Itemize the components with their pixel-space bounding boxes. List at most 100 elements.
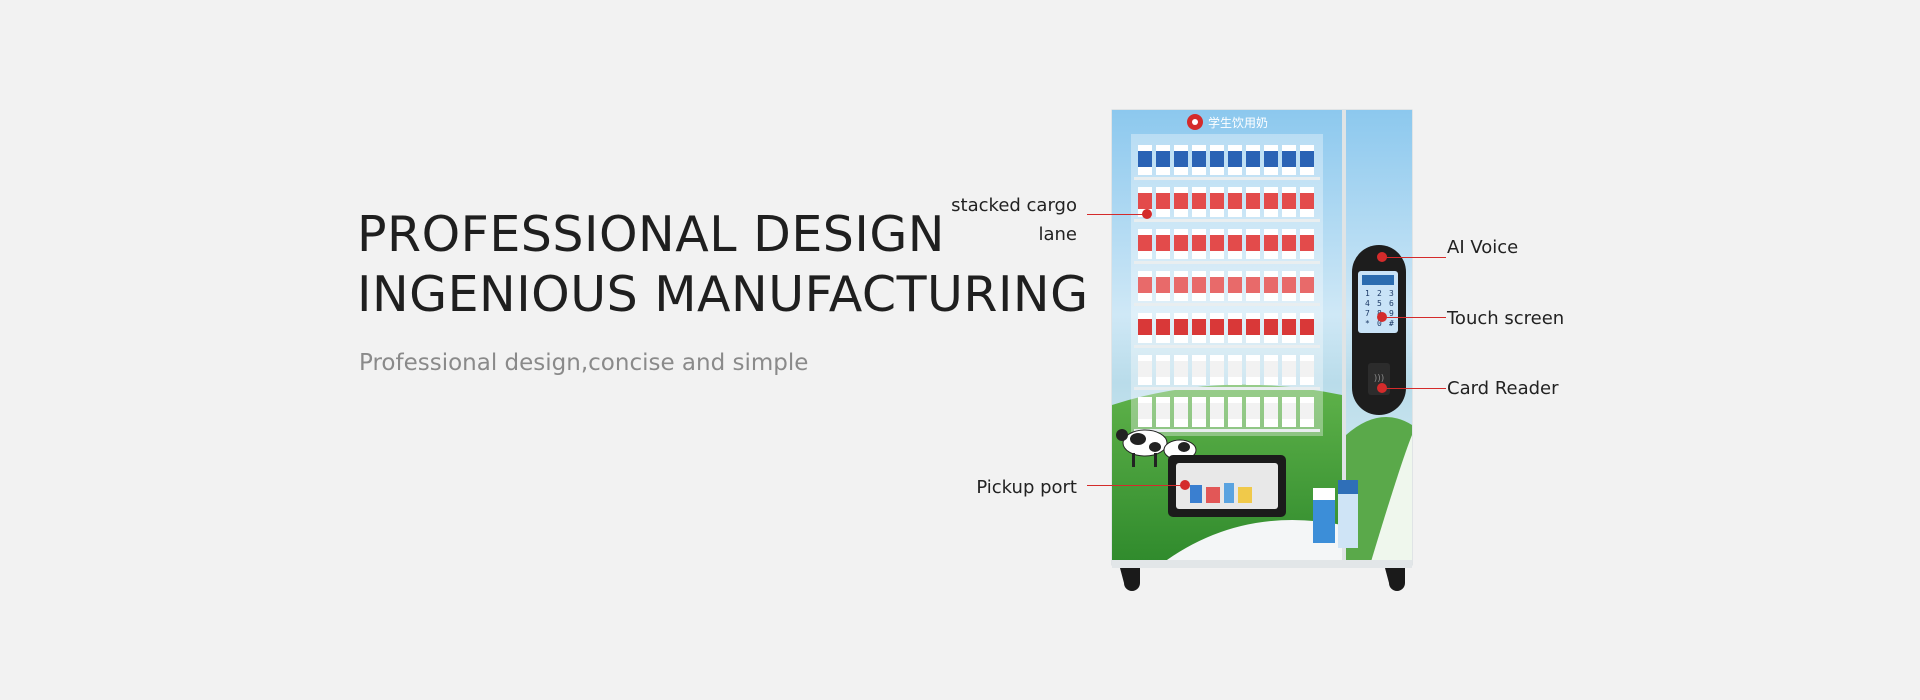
product-pack-label [1138, 403, 1152, 419]
product-pack-label [1264, 319, 1278, 335]
shelf-rail [1134, 261, 1320, 264]
product-pack-label [1264, 403, 1278, 419]
headline-line-2: INGENIOUS MANUFACTURING [357, 266, 1089, 323]
keypad-key: # [1389, 319, 1394, 328]
callout-ai-voice: AI Voice [1447, 237, 1519, 258]
keypad-key: 3 [1389, 289, 1394, 298]
product-pack-label [1138, 235, 1152, 251]
product-pack-label [1228, 403, 1242, 419]
product-pack-label [1264, 361, 1278, 377]
vending-machine-image: 学生饮用奶 123456789*0# ))) [1111, 109, 1413, 591]
callout-marker-ai-voice [1377, 252, 1387, 262]
product-pack-label [1174, 277, 1188, 293]
product-pack-label [1138, 319, 1152, 335]
callout-card-reader: Card Reader [1447, 378, 1559, 399]
product-pack-label [1138, 277, 1152, 293]
shelf-rail [1134, 387, 1320, 390]
product-pack-label [1282, 193, 1296, 209]
product-pack-label [1192, 319, 1206, 335]
product-pack-label [1210, 277, 1224, 293]
product-pack-label [1282, 319, 1296, 335]
product-pack-label [1174, 403, 1188, 419]
product-pack-label [1300, 319, 1314, 335]
keypad-key: 4 [1365, 299, 1370, 308]
subline: Professional design,concise and simple [359, 350, 809, 376]
product-pack-label [1156, 277, 1170, 293]
touch-screen-keypad: 123456789*0# [1365, 289, 1394, 328]
product-pack-label [1210, 361, 1224, 377]
product-pack-label [1228, 277, 1242, 293]
callout-touch-screen: Touch screen [1447, 308, 1565, 329]
callout-stacked-cargo-lane: stacked cargo lane [951, 195, 1077, 245]
product-pack-label [1228, 319, 1242, 335]
callout-leader-pickup-port [1087, 485, 1185, 486]
product-pack-label [1282, 361, 1296, 377]
keypad-key: 0 [1377, 319, 1382, 328]
callout-marker-card-reader [1377, 383, 1387, 393]
product-pack-label [1246, 235, 1260, 251]
keypad-key: 2 [1377, 289, 1382, 298]
product-pack-label [1264, 193, 1278, 209]
product-pack-label [1282, 403, 1296, 419]
callout-leader-ai-voice [1384, 257, 1446, 258]
product-pack-label [1300, 151, 1314, 167]
headline: PROFESSIONAL DESIGN INGENIOUS MANUFACTUR… [357, 205, 1089, 325]
product-pack-label [1156, 361, 1170, 377]
product-pack-label [1300, 235, 1314, 251]
product-pack-label [1264, 151, 1278, 167]
shelf-rail [1134, 303, 1320, 306]
callout-leader-card-reader [1384, 388, 1446, 389]
keypad-key: 7 [1365, 309, 1370, 318]
shelf-rail [1134, 429, 1320, 432]
product-pack-label [1210, 319, 1224, 335]
shelf-rail [1134, 219, 1320, 222]
product-pack-label [1192, 193, 1206, 209]
product-pack-label [1174, 235, 1188, 251]
callout-marker-pickup-port [1180, 480, 1190, 490]
callout-marker-touch-screen [1377, 312, 1387, 322]
product-pack-label [1192, 403, 1206, 419]
product-pack-label [1228, 193, 1242, 209]
keypad-key: * [1365, 319, 1370, 328]
keypad-key: 1 [1365, 289, 1370, 298]
product-pack-label [1138, 361, 1152, 377]
product-pack-label [1210, 403, 1224, 419]
callout-pickup-port: Pickup port [976, 477, 1077, 498]
product-pack-label [1192, 277, 1206, 293]
product-pack-label [1246, 193, 1260, 209]
product-pack-label [1174, 319, 1188, 335]
product-pack-label [1192, 151, 1206, 167]
product-pack-label [1210, 193, 1224, 209]
product-pack-label [1246, 151, 1260, 167]
brand-text: 学生饮用奶 [1208, 115, 1268, 130]
product-pack-label [1246, 361, 1260, 377]
nfc-icon: ))) [1374, 374, 1385, 384]
shelf-rail [1134, 177, 1320, 180]
callout-leader-touch-screen [1384, 317, 1446, 318]
product-pack-label [1156, 319, 1170, 335]
product-pack-label [1246, 319, 1260, 335]
callout-marker-stacked-cargo-lane [1142, 209, 1152, 219]
keypad-key: 9 [1389, 309, 1394, 318]
headline-line-1: PROFESSIONAL DESIGN [357, 206, 945, 263]
product-pack-label [1264, 235, 1278, 251]
product-pack-label [1156, 151, 1170, 167]
product-pack-label [1264, 277, 1278, 293]
product-pack-label [1246, 277, 1260, 293]
product-pack-label [1228, 235, 1242, 251]
product-pack-label [1300, 403, 1314, 419]
product-pack-label [1228, 361, 1242, 377]
product-pack-label [1228, 151, 1242, 167]
product-pack-label [1282, 235, 1296, 251]
product-pack-label [1156, 193, 1170, 209]
product-pack-label [1210, 151, 1224, 167]
product-pack-label [1174, 151, 1188, 167]
keypad-key: 6 [1389, 299, 1394, 308]
product-pack-label [1174, 361, 1188, 377]
product-pack-label [1300, 361, 1314, 377]
product-pack-label [1246, 403, 1260, 419]
product-pack-label [1138, 193, 1152, 209]
product-pack-label [1192, 361, 1206, 377]
shelf-rail [1134, 345, 1320, 348]
cargo-lanes [1134, 145, 1320, 432]
